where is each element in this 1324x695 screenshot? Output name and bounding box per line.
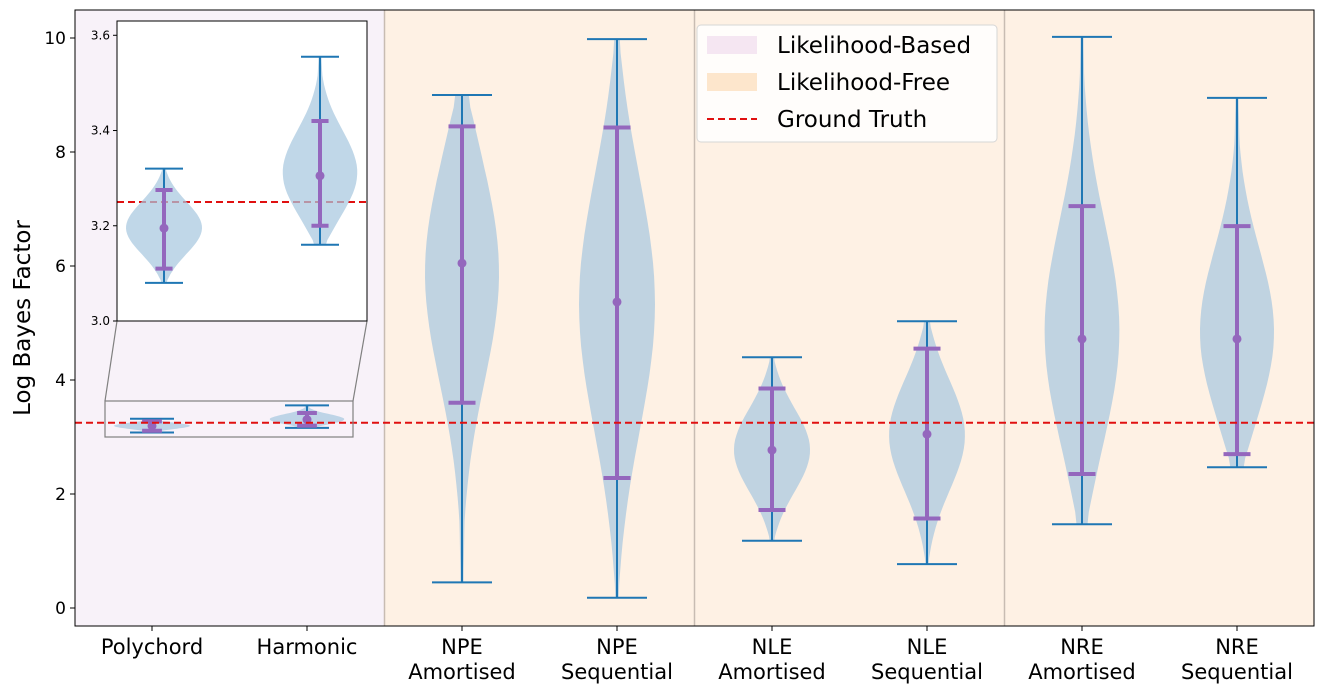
violin-nle-sequential <box>889 320 965 566</box>
violin-polychord <box>114 417 190 434</box>
inset-y-tick-label: 3.6 <box>91 28 110 42</box>
x-tick-label: NRE <box>1215 635 1259 659</box>
zoom-region-box <box>104 400 354 438</box>
legend-swatch <box>707 36 757 54</box>
legend-label: Likelihood-Based <box>777 33 971 59</box>
inset-y-tick-label: 3.4 <box>91 124 110 138</box>
x-tick-label: Sequential <box>561 660 673 684</box>
y-axis-label: Log Bayes Factor <box>10 220 36 416</box>
legend-box <box>696 24 998 143</box>
mean-marker <box>315 171 325 181</box>
mean-marker <box>457 258 467 268</box>
mean-marker <box>922 429 932 439</box>
x-tick-label: Harmonic <box>257 635 358 659</box>
inset-frame <box>116 20 368 322</box>
x-tick-label: NLE <box>907 635 948 659</box>
x-tick-label: NLE <box>752 635 793 659</box>
x-tick-label: Amortised <box>1028 660 1136 684</box>
x-tick-label: Sequential <box>1181 660 1293 684</box>
mean-marker <box>159 223 169 233</box>
mean-marker <box>1077 334 1087 344</box>
violins <box>114 35 1274 599</box>
y-tick-label: 10 <box>44 29 66 49</box>
mean-marker <box>767 445 777 455</box>
inset-y-tick-label: 3.2 <box>91 219 110 233</box>
legend-swatch <box>707 73 757 91</box>
mean-marker <box>612 297 622 307</box>
x-tick-label: Sequential <box>871 660 983 684</box>
violin-nre-sequential <box>1200 96 1274 469</box>
x-tick-label: Polychord <box>101 635 203 659</box>
plot-frame <box>74 9 1315 627</box>
inset-violin-harmonic <box>282 55 358 246</box>
y-tick-label: 8 <box>55 143 66 163</box>
zoom-connector-right <box>352 320 368 402</box>
x-tick-label: Amortised <box>718 660 826 684</box>
y-tick-label: 2 <box>55 485 66 505</box>
violin-nle-amortised <box>734 356 810 542</box>
y-tick-label: 6 <box>55 257 66 277</box>
y-tick-label: 4 <box>55 371 66 391</box>
legend-label: Likelihood-Free <box>777 70 950 96</box>
inset-violin-polychord <box>126 167 202 284</box>
legend-label: Ground Truth <box>777 107 927 133</box>
inset-zoom-indicator <box>104 320 368 438</box>
x-tick-label: Amortised <box>408 660 516 684</box>
y-tick-label: 0 <box>55 599 66 619</box>
zoom-connector-left <box>104 320 118 402</box>
mean-marker <box>1232 334 1242 344</box>
violin-npe-amortised <box>425 94 499 584</box>
x-tick-label: NPE <box>596 635 638 659</box>
violin-nre-amortised <box>1044 35 1120 526</box>
x-tick-label: NRE <box>1060 635 1104 659</box>
inset-axes: 3.0 3.2 3.4 3.6 <box>91 20 368 328</box>
inset-y-tick-label: 3.0 <box>91 314 110 328</box>
x-tick-label: NPE <box>441 635 483 659</box>
violin-npe-sequential <box>579 38 655 599</box>
